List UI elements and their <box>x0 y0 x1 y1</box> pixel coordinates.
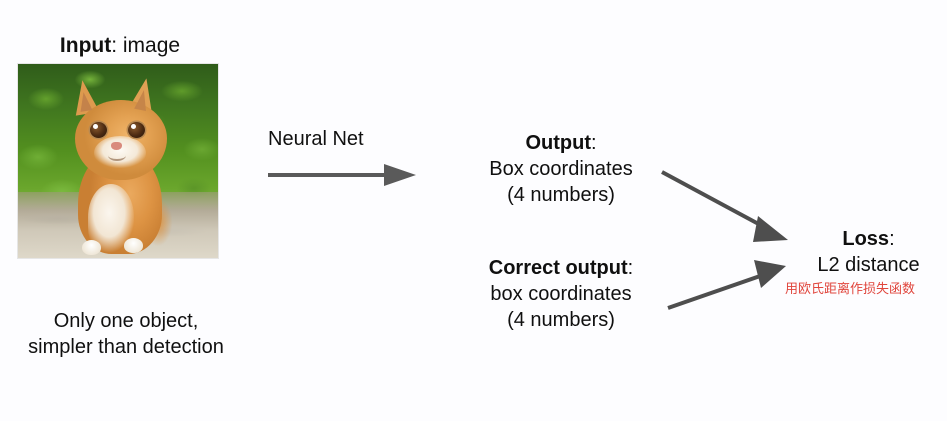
input-label-bold: Input <box>59 34 112 57</box>
correct-output-label-bold: Correct output <box>488 257 628 279</box>
arrow-up-right-icon <box>667 260 786 310</box>
photo-cat-paw-left-2 <box>82 240 101 255</box>
input-image <box>18 64 218 258</box>
input-caption-line2: simpler than detection <box>28 336 224 358</box>
photo-cat-nose <box>111 142 122 150</box>
loss-label: Loss: <box>790 226 947 252</box>
input-label-rest: : image <box>111 34 181 57</box>
output-block: Output: Box coordinates (4 numbers) <box>436 130 686 208</box>
photo-cat-eye-glint-left <box>93 124 98 129</box>
photo-cat-eye-glint-right <box>131 124 136 129</box>
loss-line2: L2 distance <box>817 254 920 276</box>
output-label-rest: : <box>590 132 597 154</box>
output-line3: (4 numbers) <box>507 184 615 206</box>
input-label: Input: image <box>0 32 240 59</box>
loss-block: Loss: L2 distance <box>790 226 947 278</box>
output-label-bold: Output <box>525 132 591 154</box>
correct-output-block: Correct output: box coordinates (4 numbe… <box>436 255 686 333</box>
output-label: Output: <box>436 130 686 156</box>
input-caption: Only one object, simpler than detection <box>0 308 252 360</box>
output-line2: Box coordinates <box>489 158 633 180</box>
correct-output-label-rest: : <box>627 257 634 279</box>
correct-output-line2: box coordinates <box>490 283 632 305</box>
photo-cat-paw-right <box>124 238 143 253</box>
correct-output-label: Correct output: <box>436 255 686 281</box>
neural-net-label: Neural Net <box>268 128 364 150</box>
loss-label-rest: : <box>889 228 895 250</box>
photo-cat-mouth <box>108 150 126 161</box>
loss-label-bold: Loss <box>842 228 890 250</box>
arrow-right-icon <box>268 164 416 186</box>
arrow-down-right-icon <box>661 170 788 242</box>
input-caption-line1: Only one object, <box>53 310 199 332</box>
correct-output-line3: (4 numbers) <box>507 309 615 331</box>
loss-annotation-chinese: 用欧氏距离作损失函数 <box>784 282 915 297</box>
